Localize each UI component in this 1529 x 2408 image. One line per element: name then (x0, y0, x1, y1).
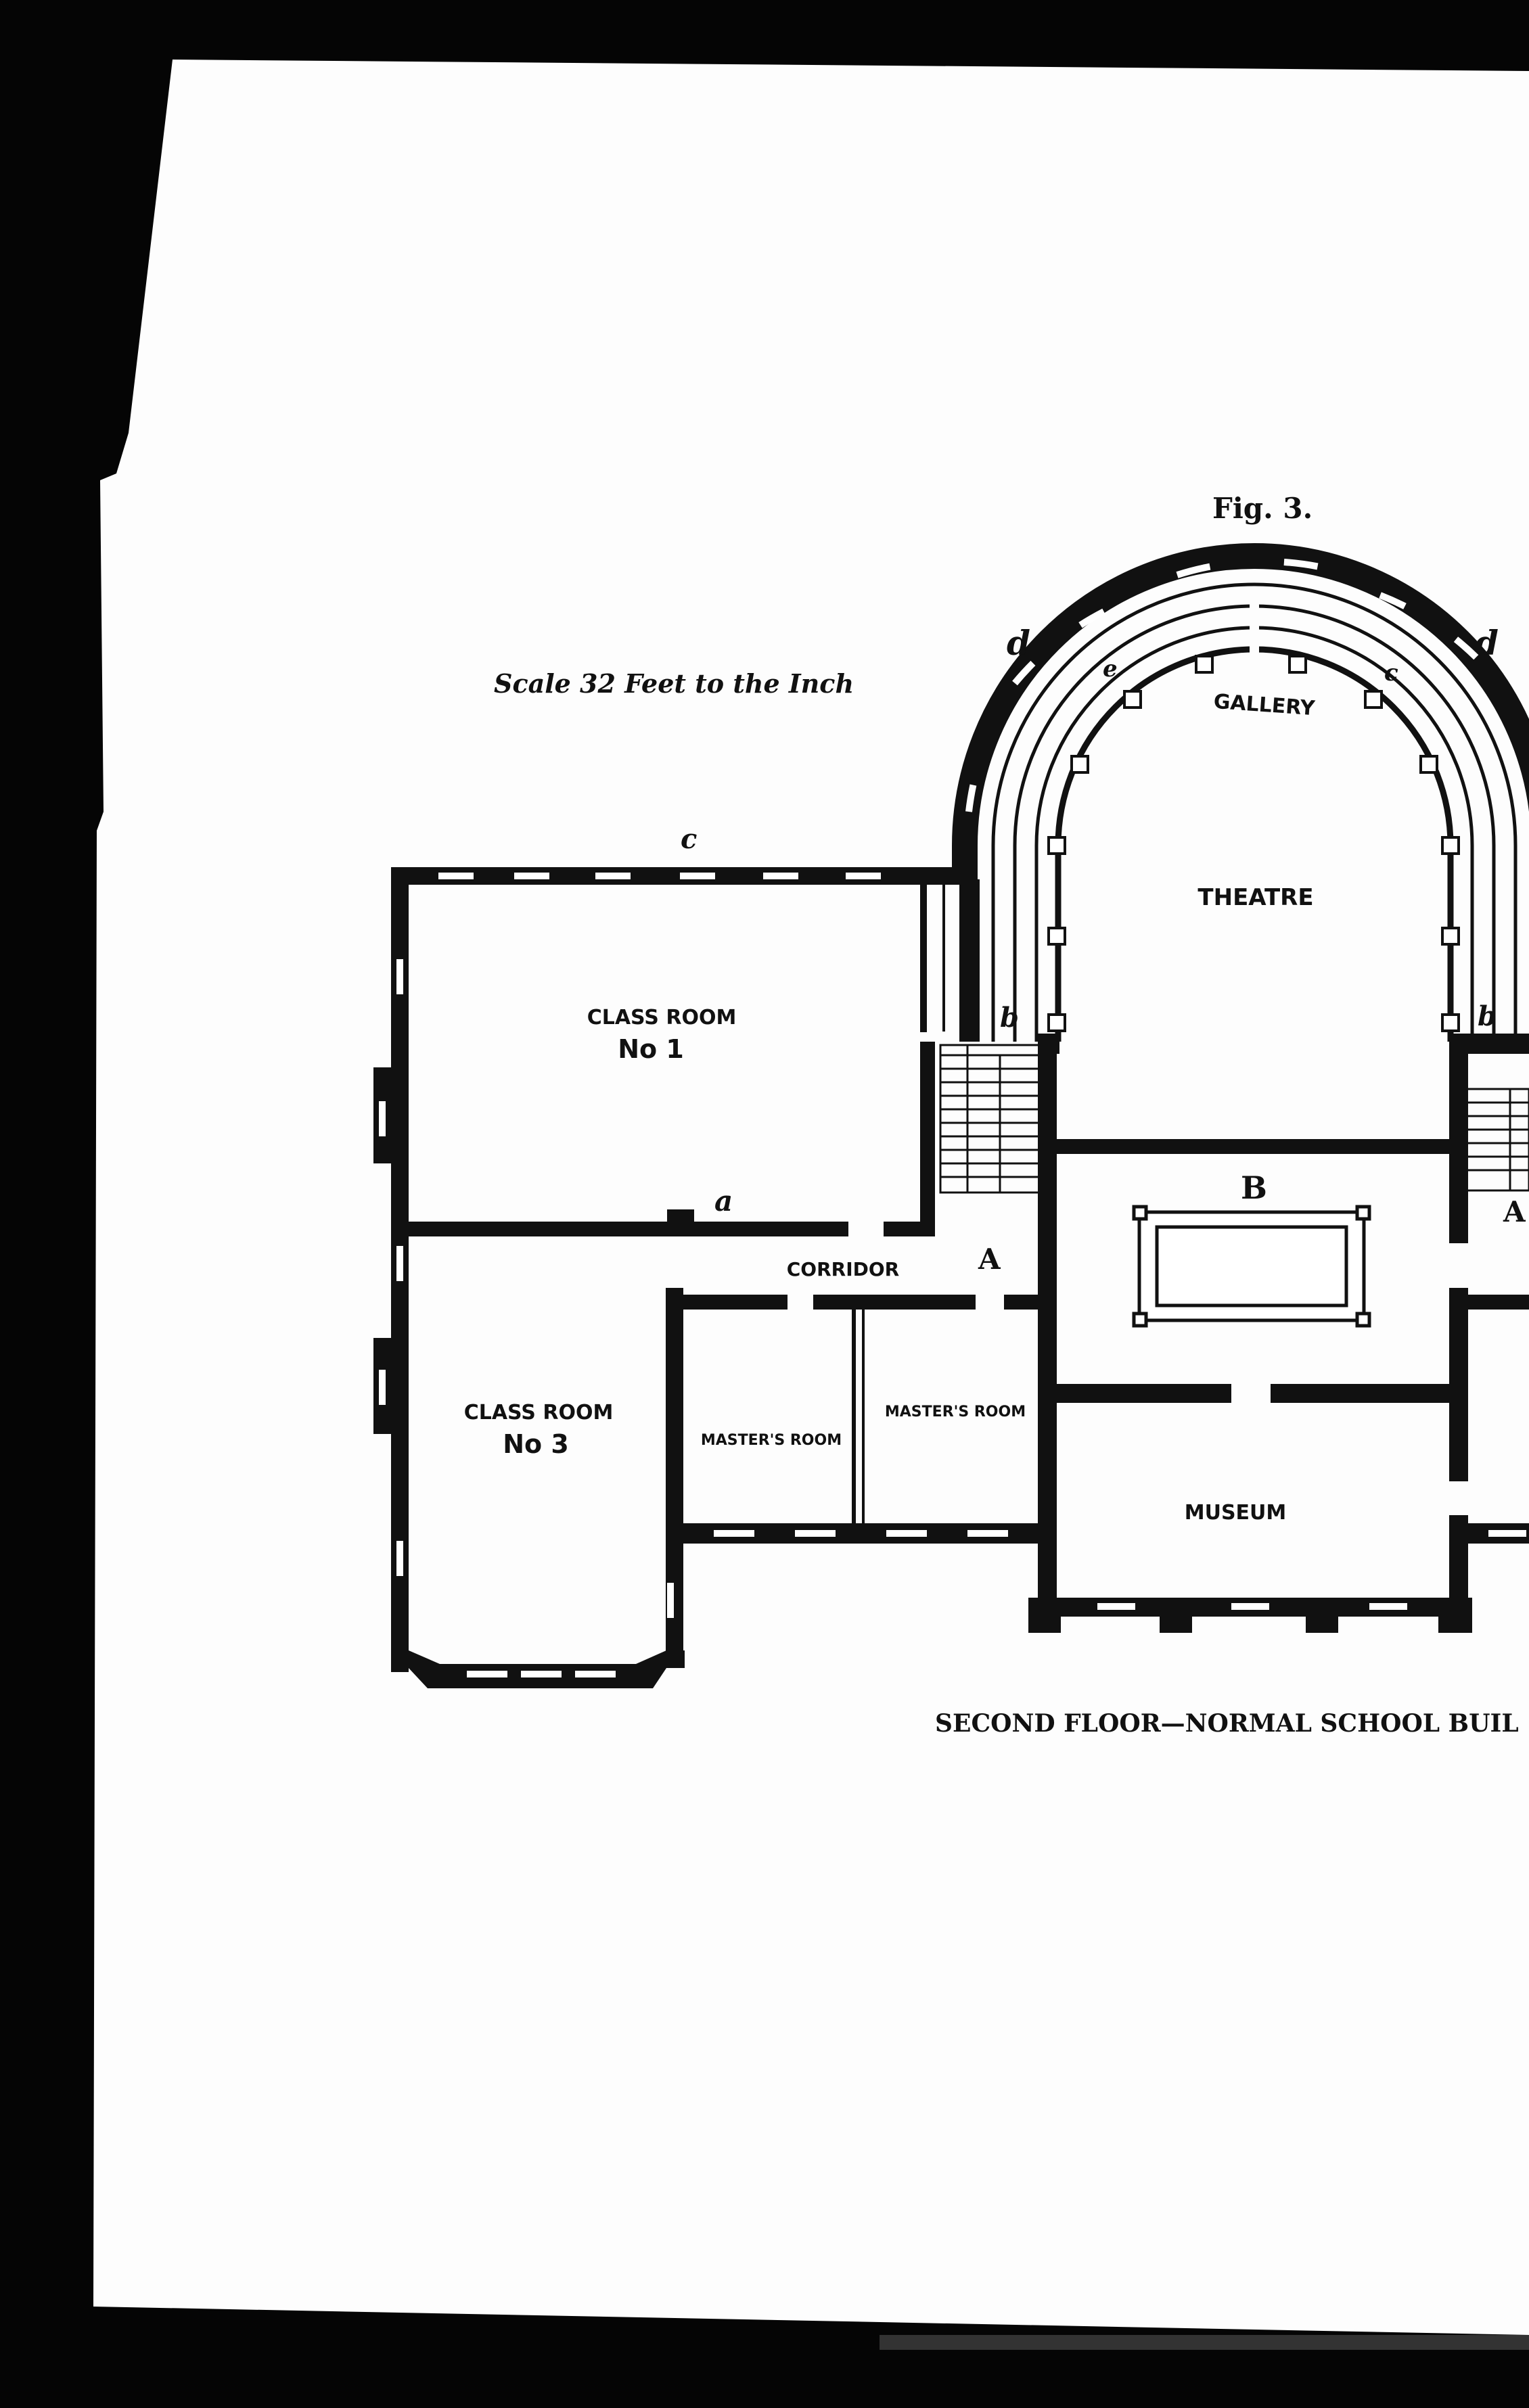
windows-west (379, 959, 403, 1576)
marker-c-top: c (681, 823, 697, 855)
wall-cr1-cr3 (391, 1222, 848, 1236)
wall-museum-top-1 (1057, 1384, 1231, 1403)
scan-bottom-edge (880, 2335, 1529, 2350)
marker-b-right: b (1478, 1000, 1497, 1032)
figure-caption: SECOND FLOOR—NORMAL SCHOOL BUIL (935, 1709, 1519, 1738)
marker-d-right: d (1475, 623, 1499, 663)
wall-theatre-bottom (1057, 1139, 1449, 1154)
corridor-label: CORRIDOR (787, 1258, 900, 1280)
marker-e: e (1103, 655, 1118, 682)
gallery-wall-windows (965, 557, 1484, 812)
theatre-outer-wall (952, 543, 1529, 879)
marker-c-gallery: c (1384, 659, 1398, 687)
gallery-columns (1047, 655, 1460, 1032)
marker-A-left: A (978, 1243, 1001, 1276)
wall-class-room-1-top (391, 867, 967, 885)
marker-b-left: b (1000, 1002, 1019, 1034)
class-room-1-label: CLASS ROOM (587, 1006, 737, 1029)
marker-a: a (714, 1184, 733, 1218)
figure-label: Fig. 3. (1212, 492, 1313, 525)
wall-masters-top-1 (683, 1295, 788, 1310)
marker-d-left: d (1007, 623, 1030, 663)
class-room-1-number: No 1 (618, 1034, 684, 1064)
masters-room-left-label: MASTER'S ROOM (701, 1432, 842, 1449)
table-b (1132, 1205, 1371, 1328)
pier-a (667, 1209, 694, 1236)
marker-B: B (1241, 1170, 1267, 1206)
paper-sheet (93, 60, 1529, 2335)
marker-A-right: A (1503, 1195, 1526, 1228)
gallery-seat-row-1 (991, 582, 1517, 1042)
floor-plan (373, 543, 1529, 1688)
class-room-3-number: No 3 (503, 1429, 569, 1459)
museum-label: MUSEUM (1185, 1501, 1287, 1525)
windows-class-room-1-top (438, 873, 881, 879)
scale-note: Scale 32 Feet to the Inch (494, 668, 854, 699)
masters-room-right-label: MASTER'S ROOM (885, 1404, 1026, 1420)
class-room-3-label: CLASS ROOM (464, 1401, 614, 1425)
wall-class-room-3-bottom (391, 1650, 685, 1688)
theatre-label: THEATRE (1197, 884, 1313, 911)
